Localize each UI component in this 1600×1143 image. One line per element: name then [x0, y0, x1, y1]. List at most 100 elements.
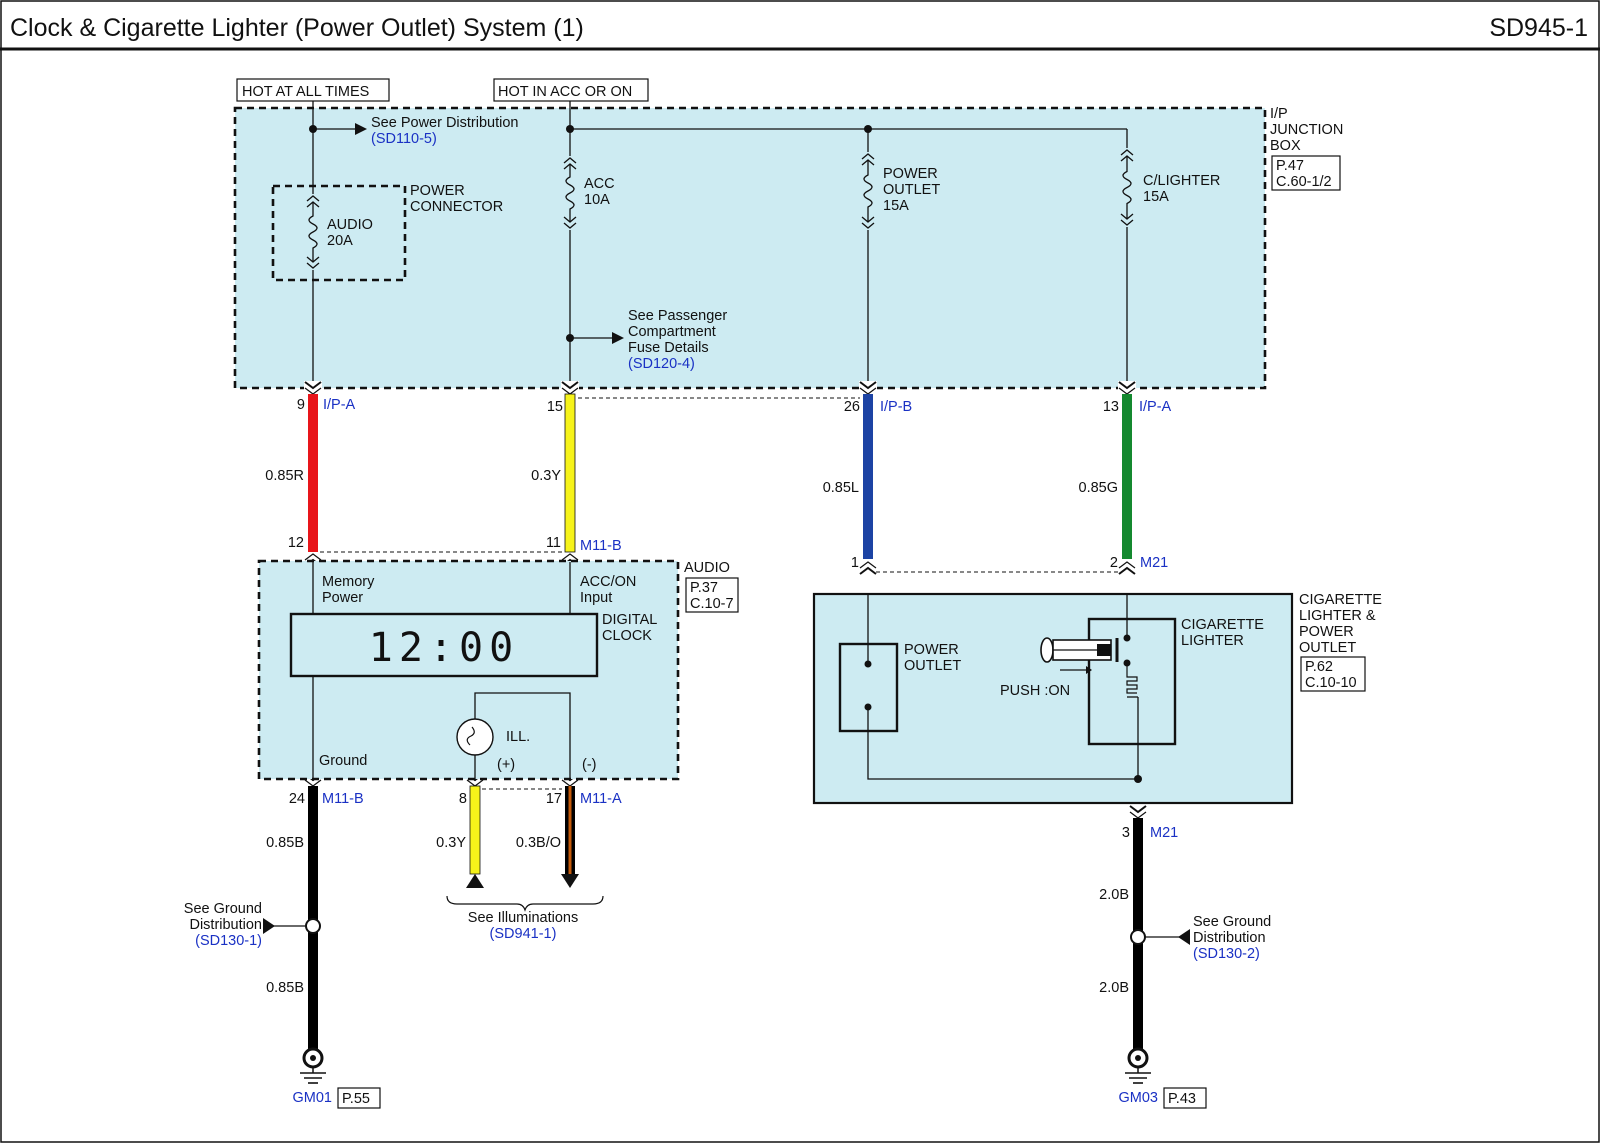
junction-box-label-3: BOX: [1270, 138, 1301, 154]
audio-ref-box: [685, 577, 739, 613]
digital-clock-label-1: DIGITAL: [602, 612, 657, 628]
wire-spec-outlet: 0.85L: [823, 480, 859, 496]
ground-icon: [300, 1047, 326, 1084]
ill-return-wire: [474, 692, 571, 781]
ground-right-page-box: [1163, 1087, 1207, 1109]
junction-box: [233, 106, 1267, 390]
wire-spec-lighter: 0.85G: [1079, 480, 1119, 496]
audio-ref-2: C.10-7: [690, 596, 734, 612]
connector-ip-a-left[interactable]: I/P-A: [323, 397, 356, 413]
splice-dot: [1134, 775, 1142, 783]
splice-dot: [566, 334, 574, 342]
ground-left-ref-link[interactable]: (SD130-1): [195, 933, 262, 949]
pin-audio-mem: 12: [288, 535, 304, 551]
connector-m21-bottom[interactable]: M21: [1150, 825, 1178, 841]
splice-node: [305, 918, 321, 934]
hot-at-all-times-label: HOT AT ALL TIMES: [242, 84, 369, 100]
ground-right-ref-text-2: Distribution: [1193, 930, 1266, 946]
splice-dot: [309, 125, 317, 133]
fuse-outlet-label-1: POWER: [883, 166, 938, 182]
wire-audio-red: [308, 394, 318, 552]
digital-clock-display: [289, 612, 599, 678]
connector-m11-b-bottom[interactable]: M11-B: [322, 791, 364, 807]
wire-spec-gnd-r-upper: 2.0B: [1099, 887, 1129, 903]
wire-lighter-green: [1122, 394, 1132, 559]
connector-m21-top[interactable]: M21: [1140, 555, 1168, 571]
ground-right-name[interactable]: GM03: [1119, 1090, 1159, 1106]
connector-m11-b-top[interactable]: M11-B: [580, 538, 622, 554]
pin-jb-audio: 9: [297, 397, 305, 413]
connector-chevron-icon: [859, 381, 877, 395]
audio-ref-1: P.37: [690, 580, 718, 596]
connector-chevron-icon: [561, 381, 579, 395]
ground-right-ref-link[interactable]: (SD130-2): [1193, 946, 1260, 962]
lighter-unit-label-4: OUTLET: [1299, 640, 1356, 656]
lighter-ref-2: C.10-10: [1305, 675, 1357, 691]
clock-readout: 12:00: [369, 625, 519, 671]
connector-ip-b[interactable]: I/P-B: [880, 399, 912, 415]
ground-icon: [1125, 1047, 1151, 1084]
memory-power-label-2: Power: [322, 590, 363, 606]
outlet-contact: [864, 660, 872, 668]
ground-right-ref-text-1: See Ground: [1193, 914, 1271, 930]
fuse-audio-label-1: AUDIO: [327, 217, 373, 233]
connector-chevron-icon: [304, 381, 322, 395]
splice-dot: [566, 125, 574, 133]
fuse-icon: [305, 194, 321, 270]
power-dist-ref-link[interactable]: (SD110-5): [371, 131, 437, 147]
fuse-lighter-label-2: 15A: [1143, 189, 1169, 205]
audio-unit-label: AUDIO: [684, 560, 730, 576]
connector-ip-a-right[interactable]: I/P-A: [1139, 399, 1172, 415]
ill-plus-label: (+): [497, 757, 515, 773]
pin-m21-lighter: 2: [1110, 555, 1118, 571]
pin-m21-outlet: 1: [851, 555, 859, 571]
connector-chevron-icon: [1129, 805, 1147, 819]
fuse-layer: [305, 148, 1135, 270]
page-title: Clock & Cigarette Lighter (Power Outlet)…: [10, 14, 584, 42]
pin-audio-acc: 11: [546, 535, 561, 551]
wire-spec-acc: 0.3Y: [531, 468, 561, 484]
arrow-up-icon: [466, 874, 484, 888]
wire-spec-ill-plus: 0.3Y: [436, 835, 466, 851]
illuminations-brace: [446, 895, 604, 912]
memory-power-label-1: Memory: [322, 574, 375, 590]
acc-on-input-label-2: Input: [580, 590, 612, 606]
power-dist-ref-text: See Power Distribution: [371, 115, 519, 131]
fuse-acc-label-1: ACC: [584, 176, 615, 192]
ground-left-name[interactable]: GM01: [293, 1090, 333, 1106]
connector-chevron-icon: [1118, 381, 1136, 395]
power-outlet-label-2: OUTLET: [904, 658, 961, 674]
fuse-acc-label-2: 10A: [584, 192, 610, 208]
fuse-outlet-label-2: OUTLET: [883, 182, 940, 198]
arrow-right-icon: [355, 123, 367, 135]
wire-ill-black-orange: [565, 786, 575, 874]
hot-in-acc-label: HOT IN ACC OR ON: [498, 84, 632, 100]
connector-m11-a[interactable]: M11-A: [580, 791, 622, 807]
lighter-element-icon: [1126, 663, 1139, 779]
junction-box-ref-2: C.60-1/2: [1276, 174, 1332, 190]
fuse-details-ref-link[interactable]: (SD120-4): [628, 356, 695, 372]
wire-acc-yellow: [564, 393, 576, 553]
arrow-right-icon: [263, 918, 275, 934]
fuse-outlet-label-3: 15A: [883, 198, 909, 214]
ill-label: ILL.: [506, 729, 530, 745]
connector-chevron-icon: [859, 561, 877, 575]
fuse-icon: [1119, 148, 1135, 227]
pin-jb-acc: 15: [547, 399, 563, 415]
cigarette-lighter-socket: [1087, 617, 1177, 746]
power-connector-label-2: CONNECTOR: [410, 199, 503, 215]
ill-minus-label: (-): [582, 757, 597, 773]
cigarette-lighter-label-1: CIGARETTE: [1181, 617, 1264, 633]
diagram-code: SD945-1: [1489, 14, 1588, 42]
illuminations-ref-link[interactable]: (SD941-1): [490, 926, 557, 942]
push-knob-icon[interactable]: [1040, 637, 1119, 663]
power-outlet-label-1: POWER: [904, 642, 959, 658]
wire-ill-yellow: [469, 785, 481, 875]
ground-left-page: P.55: [342, 1091, 370, 1107]
pin-jb-outlet: 26: [844, 399, 860, 415]
pin-audio-gnd: 24: [289, 791, 305, 807]
fuse-icon: [562, 156, 578, 230]
pin-ill-minus: 17: [546, 791, 562, 807]
